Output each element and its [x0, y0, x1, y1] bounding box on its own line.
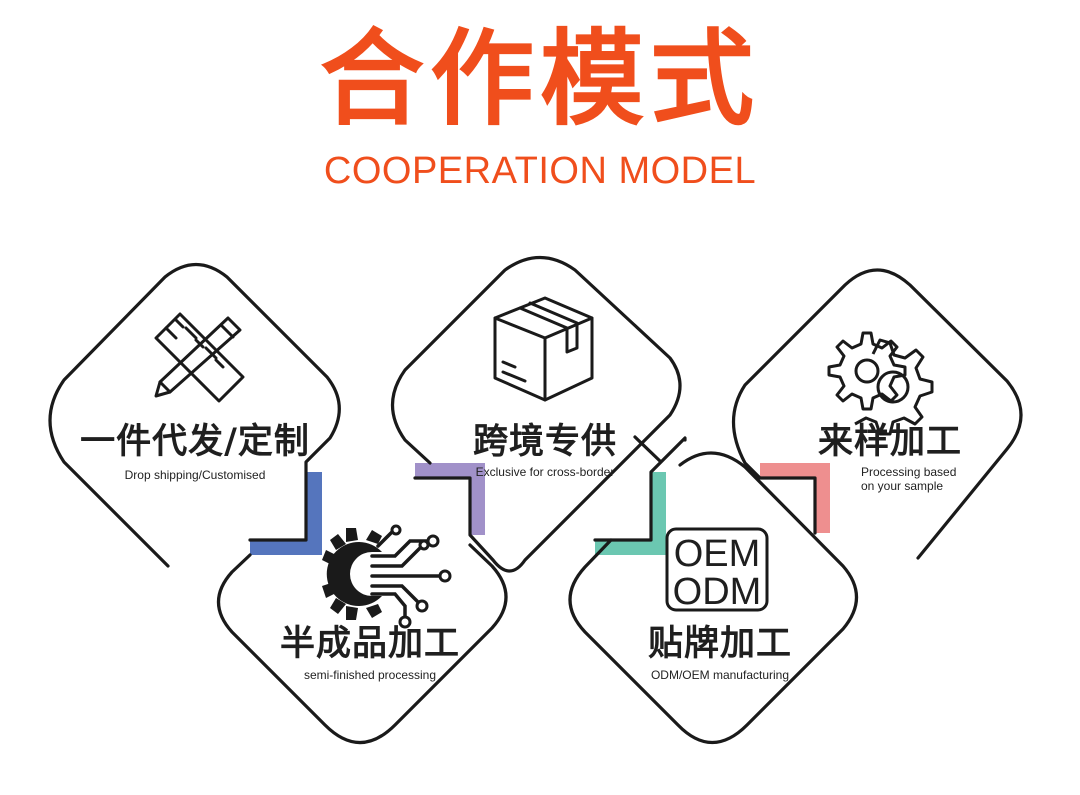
card-4-stripe	[760, 463, 830, 533]
tech-gear-icon	[322, 524, 452, 629]
card-5-title: 贴牌加工	[647, 624, 792, 664]
badge-oem-text: OEM	[674, 533, 761, 575]
badge-odm-text: ODM	[673, 571, 762, 613]
card-1-stripe	[250, 472, 322, 555]
card-3-outline	[568, 435, 858, 745]
card-3-title: 来样加工	[817, 422, 962, 462]
card-1-outline	[48, 263, 341, 568]
card-3-stripe	[595, 472, 666, 555]
gears-icon	[827, 331, 934, 436]
card-3-subtitle-line2: on your sample	[861, 479, 944, 493]
card-5-outline	[217, 543, 508, 745]
pencil-ruler-icon	[154, 312, 245, 403]
card-4-subtitle: semi-finished processing	[303, 668, 437, 682]
card-4-outline	[731, 268, 1023, 560]
card-1-title: 一件代发/定制	[80, 422, 310, 462]
card-3-subtitle-line1: Processing based	[861, 465, 957, 479]
page-subtitle: COOPERATION MODEL	[323, 150, 757, 192]
oem-odm-badge-icon: OEM ODM	[665, 527, 769, 613]
package-box-icon	[493, 296, 594, 402]
card-5-subtitle: ODM/OEM manufacturing	[650, 668, 790, 682]
card-2-title: 跨境专供	[472, 422, 617, 462]
card-2-subtitle: Exclusive for cross-border	[475, 465, 615, 479]
card-2-outline	[391, 256, 682, 573]
page-title: 合作模式	[319, 18, 760, 140]
card-4-title: 半成品加工	[279, 624, 460, 664]
card-3-subtitle: Processing based on your sample	[861, 465, 1001, 493]
card-1-subtitle: Drop shipping/Customised	[124, 468, 266, 482]
